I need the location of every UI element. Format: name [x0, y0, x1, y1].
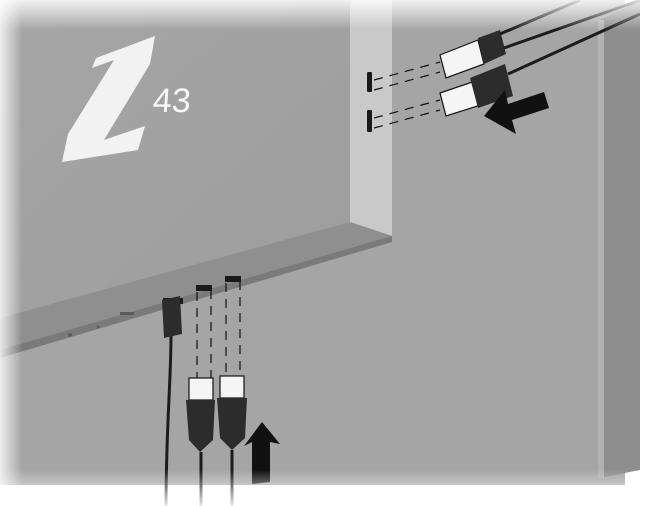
side-port-top [367, 72, 372, 92]
monitor-right-edge [600, 0, 640, 478]
bottom-port-right [225, 276, 241, 282]
bottom-port-middle [196, 285, 212, 291]
logo-model-number: 43 [152, 82, 192, 120]
side-port-bottom [367, 110, 372, 132]
